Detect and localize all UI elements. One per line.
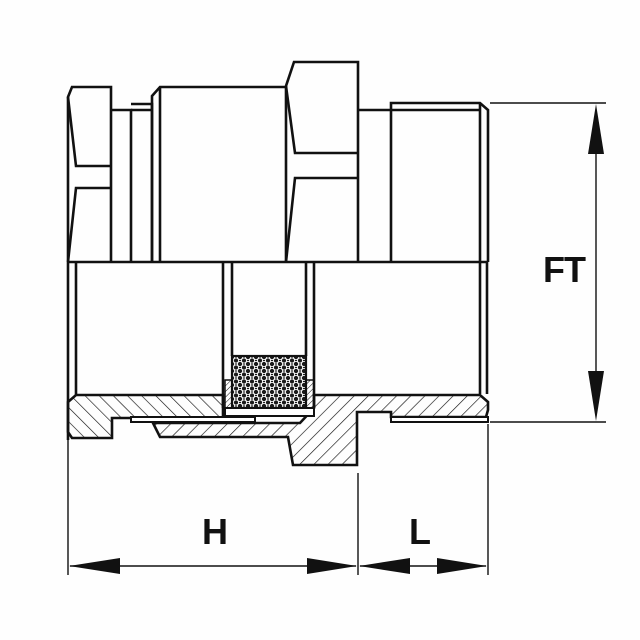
gasket-right-ring bbox=[305, 379, 315, 409]
arrow-left-icon bbox=[69, 558, 120, 574]
dimension-h bbox=[69, 558, 357, 574]
spacer-rings bbox=[111, 102, 154, 262]
dimension-label-l: L bbox=[409, 511, 431, 552]
thread-relief bbox=[390, 416, 489, 423]
center-hex-body bbox=[150, 85, 286, 262]
seat-plate bbox=[130, 416, 256, 423]
right-hex-nut bbox=[284, 60, 360, 263]
gasket-base bbox=[224, 407, 315, 417]
arrow-up-icon bbox=[588, 104, 604, 154]
male-thread-end bbox=[389, 101, 490, 262]
arrow-left-icon bbox=[359, 558, 410, 574]
left-hex-nut bbox=[66, 85, 113, 263]
dimension-label-ft: FT bbox=[543, 249, 586, 290]
arrow-down-icon bbox=[588, 371, 604, 421]
arrow-right-icon bbox=[437, 558, 487, 574]
arrow-right-icon bbox=[307, 558, 357, 574]
gasket-left-ring bbox=[224, 379, 233, 409]
dimension-label-h: H bbox=[202, 511, 228, 552]
dimension-l bbox=[359, 558, 487, 574]
dimension-ft bbox=[490, 102, 606, 423]
gasket-seal bbox=[230, 354, 308, 410]
